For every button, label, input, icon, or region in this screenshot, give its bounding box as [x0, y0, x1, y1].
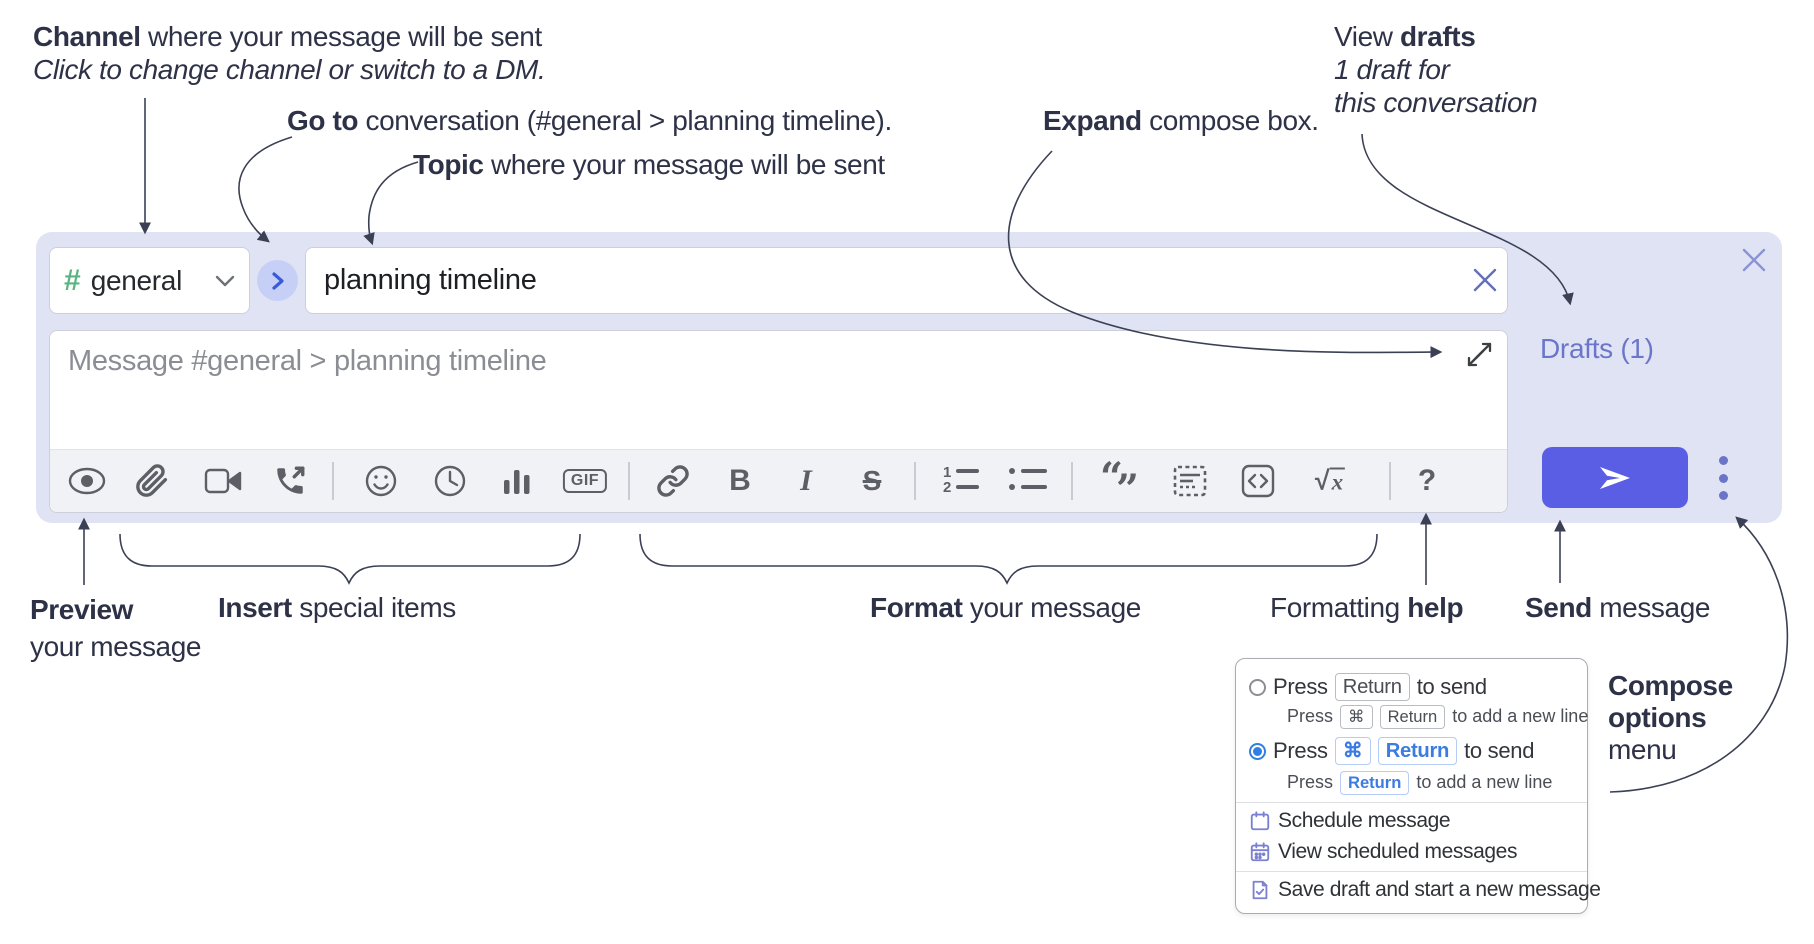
compose-options-menu-icon[interactable]: [1710, 456, 1736, 500]
calendar-icon: [1250, 811, 1270, 831]
toolbar-divider: [332, 462, 334, 500]
bold-icon[interactable]: B: [729, 464, 751, 497]
annotation-expand: Expand compose box.: [1043, 105, 1319, 136]
save-draft-icon: [1252, 880, 1268, 900]
annotation-channel: Channel where your message will be sent …: [33, 21, 546, 85]
paper-plane-icon: [1600, 466, 1630, 489]
message-area: [49, 330, 1508, 513]
preview-message-icon[interactable]: [67, 467, 107, 495]
toolbar-divider: [914, 462, 916, 500]
send-option-cmd-return-sub: Press Return to add a new line: [1287, 771, 1552, 795]
message-input[interactable]: [50, 331, 1507, 443]
quote-icon[interactable]: “ ”: [1100, 454, 1140, 513]
math-icon[interactable]: √x: [1314, 465, 1346, 496]
send-option-cmd-return[interactable]: Press ⌘ Return to send: [1249, 737, 1534, 766]
video-call-icon[interactable]: [204, 467, 242, 495]
channel-name: general: [90, 264, 183, 296]
annotation-topic: Topic where your message will be sent: [413, 149, 885, 180]
send-option-return-sub: Press ⌘ Return to add a new line: [1287, 705, 1588, 729]
link-icon[interactable]: [656, 464, 690, 498]
topic-input[interactable]: [305, 247, 1508, 314]
numbered-list-icon[interactable]: 1 2: [943, 464, 979, 496]
add-poll-icon[interactable]: [502, 466, 532, 496]
strikethrough-icon[interactable]: S: [862, 465, 882, 496]
code-icon[interactable]: [1241, 464, 1275, 498]
message-formatting-help-icon[interactable]: ?: [1417, 464, 1437, 497]
go-to-conversation-button[interactable]: [257, 260, 298, 301]
channel-selector[interactable]: # general: [49, 247, 250, 314]
chevron-down-icon: [215, 275, 235, 286]
menu-divider: [1236, 802, 1587, 803]
italic-icon[interactable]: I: [800, 464, 812, 497]
radio-unselected-icon[interactable]: [1249, 678, 1266, 696]
annotation-send: Send message: [1525, 592, 1711, 623]
close-compose-icon[interactable]: [1741, 247, 1767, 273]
add-emoji-icon[interactable]: [364, 464, 398, 498]
menu-item-save-draft[interactable]: Save draft and start a new message: [1249, 878, 1601, 902]
spoiler-icon[interactable]: [1173, 465, 1207, 497]
calendar-grid-icon: [1250, 842, 1270, 862]
annotation-channel-bold: Channel: [33, 21, 141, 52]
bulleted-list-icon[interactable]: [1009, 466, 1047, 496]
menu-item-schedule-message[interactable]: Schedule message: [1249, 809, 1451, 833]
add-gif-icon[interactable]: GIF: [562, 469, 608, 493]
clear-topic-icon[interactable]: [1470, 265, 1500, 295]
annotation-preview: Preview your message: [30, 594, 202, 662]
compose-toolbar: [50, 449, 1507, 512]
annotation-formatting-help: Formatting help: [1270, 592, 1464, 623]
channel-hash-icon: #: [64, 263, 81, 297]
send-button[interactable]: [1542, 447, 1688, 508]
chevron-right-icon: [271, 271, 284, 290]
compose-options-menu: Press Return to send Press ⌘ Return to a…: [1235, 658, 1601, 914]
attach-file-icon[interactable]: [135, 464, 169, 498]
toolbar-divider: [628, 462, 630, 500]
menu-item-view-scheduled[interactable]: View scheduled messages: [1249, 840, 1517, 864]
expand-compose-icon[interactable]: [1466, 341, 1493, 368]
toolbar-divider: [1071, 462, 1073, 500]
annotation-format: Format your message: [870, 592, 1141, 623]
drafts-link[interactable]: Drafts (1): [1540, 333, 1654, 364]
send-option-return[interactable]: Press Return to send: [1249, 673, 1487, 702]
radio-selected-icon[interactable]: [1249, 742, 1266, 760]
annotation-compose-options: Compose options menu: [1608, 670, 1733, 765]
annotation-goto: Go to conversation (#general > planning …: [287, 105, 892, 136]
add-global-time-icon[interactable]: [433, 464, 467, 498]
annotation-insert: Insert special items: [218, 592, 456, 623]
annotation-channel-sub: Click to change channel or switch to a D…: [33, 54, 546, 85]
voice-call-icon[interactable]: [273, 464, 307, 498]
annotation-view-drafts: View drafts 1 draft for this conversatio…: [1334, 21, 1538, 118]
toolbar-divider: [1389, 462, 1391, 500]
menu-divider: [1236, 871, 1587, 872]
